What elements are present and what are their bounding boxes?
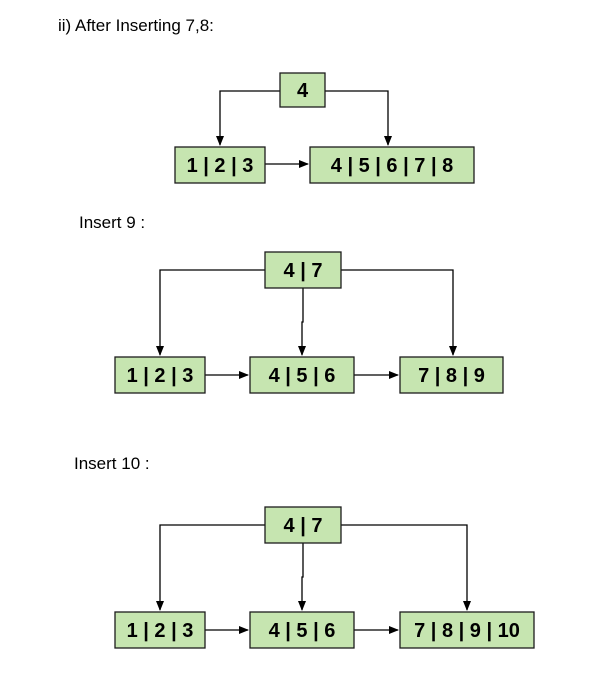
leaf-node-label: 1 | 2 | 3 [127,365,194,387]
leaf-node-label: 1 | 2 | 3 [127,620,194,642]
tree-diagram-3: 4 | 7 1 | 2 | 3 4 | 5 | 6 7 | 8 | 9 | 10 [114,506,535,649]
edge-root-to-leaf-3 [341,524,471,611]
leaf-node-label: 4 | 5 | 6 | 7 | 8 [331,155,453,177]
root-node-label: 4 | 7 [284,515,323,537]
tree-diagram-1: 4 1 | 2 | 3 4 | 5 | 6 | 7 | 8 [174,72,475,184]
edge-root-to-leaf-2 [298,543,306,611]
leaf-node-label: 4 | 5 | 6 [269,620,336,642]
leaf-node-label: 7 | 8 | 9 | 10 [414,620,520,642]
edge-root-to-leaf-1 [156,269,265,356]
edge-root-to-leaf-2 [298,288,306,356]
root-node-label: 4 | 7 [284,260,323,282]
root-node: 4 [279,72,326,108]
leaf-node: 1 | 2 | 3 [174,146,266,184]
section-heading-insert-10: Insert 10 : [74,454,150,473]
leaf-node: 1 | 2 | 3 [114,611,206,649]
tree-diagram-2: 4 | 7 1 | 2 | 3 4 | 5 | 6 7 | 8 | 9 [114,251,504,394]
leaf-node-label: 1 | 2 | 3 [187,155,254,177]
root-node: 4 | 7 [264,506,342,544]
leaf-node: 4 | 5 | 6 | 7 | 8 [309,146,475,184]
leaf-node: 4 | 5 | 6 [249,356,355,394]
leaf-node-label: 7 | 8 | 9 [418,365,485,387]
leaf-node: 4 | 5 | 6 [249,611,355,649]
leaf-node: 7 | 8 | 9 | 10 [399,611,535,649]
leaf-node-label: 4 | 5 | 6 [269,365,336,387]
edge-root-to-leaf-2 [325,90,392,146]
root-node-label: 4 [297,80,309,102]
edge-root-to-leaf-3 [341,269,457,356]
leaf-node: 1 | 2 | 3 [114,356,206,394]
edge-root-to-leaf-1 [216,90,280,146]
root-node: 4 | 7 [264,251,342,289]
edge-root-to-leaf-1 [156,524,265,611]
section-heading-insert-9: Insert 9 : [79,213,146,232]
leaf-node: 7 | 8 | 9 [399,356,504,394]
section-heading-after-inserting: ii) After Inserting 7,8: [58,16,214,35]
